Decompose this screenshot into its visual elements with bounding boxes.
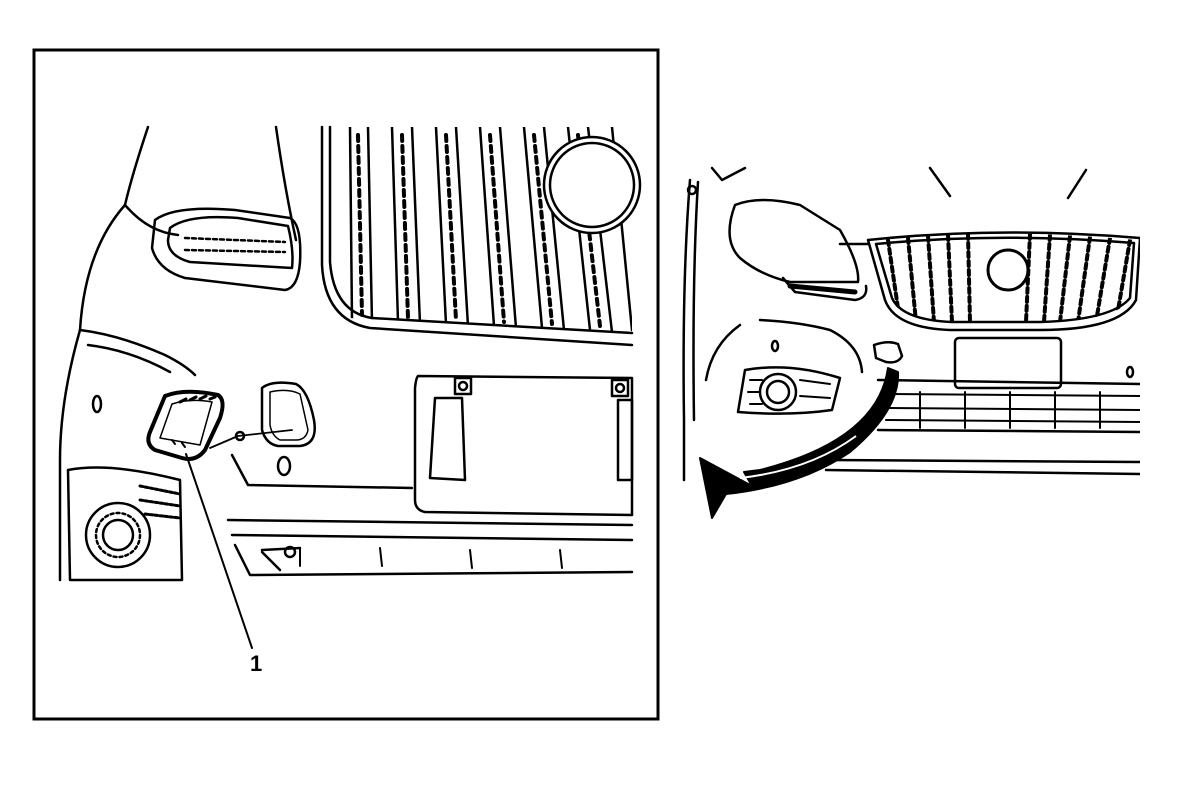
overview-license-plate bbox=[953, 336, 1063, 390]
overview-headlamp bbox=[728, 198, 868, 302]
overview-grille bbox=[866, 231, 1140, 332]
callout-leader bbox=[185, 453, 253, 649]
front-grille bbox=[320, 125, 642, 347]
rotation-arrow bbox=[699, 367, 900, 519]
parking-sensor bbox=[91, 394, 103, 414]
overview-view bbox=[682, 166, 1140, 482]
overview-tow-cover bbox=[872, 341, 904, 364]
overview-emblem bbox=[986, 248, 1030, 292]
cover-tether bbox=[209, 429, 293, 449]
license-plate-bracket bbox=[413, 374, 634, 517]
overview-lower-grille bbox=[824, 378, 1140, 476]
mount-hole bbox=[276, 455, 292, 477]
grille-emblem bbox=[542, 135, 642, 235]
tow-eye-cover bbox=[146, 389, 225, 461]
overview-fog-lamp bbox=[736, 366, 842, 415]
side-marker-lamp bbox=[150, 207, 302, 292]
callout-label-1: 1 bbox=[250, 651, 262, 676]
tow-hook-opening bbox=[260, 381, 316, 448]
fog-lamp bbox=[66, 466, 184, 582]
detail-view bbox=[58, 125, 642, 649]
